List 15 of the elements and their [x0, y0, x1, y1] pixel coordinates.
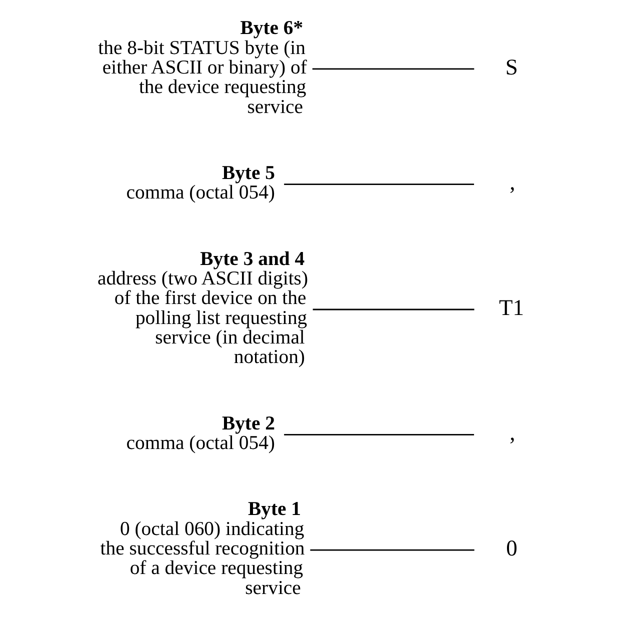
node-text: Byte 2 comma (octal 054)	[126, 412, 275, 454]
node-text: Byte 3 and 4 address (two ASCII digits) of the first device on the polling list requesting service (in decimal notation)	[96, 248, 308, 368]
node-text: Byte 1 0 (octal 060) indicating the successful recognition of a device requesting service	[100, 498, 304, 599]
node-text: S	[504, 54, 518, 80]
node-text: T1	[498, 294, 524, 320]
connector	[310, 549, 474, 551]
node-text: Byte 5 comma (octal 054)	[126, 162, 275, 204]
connector	[312, 308, 474, 310]
node-text: ,	[509, 170, 515, 195]
connector	[312, 68, 474, 70]
node-text: Byte 6* the 8-bit STATUS byte (in either ASCII or binary) of the device requesting service	[98, 17, 306, 118]
node-text: 0	[506, 535, 517, 560]
connector	[284, 184, 474, 186]
connector	[284, 434, 474, 436]
node-text: ,	[509, 420, 515, 446]
